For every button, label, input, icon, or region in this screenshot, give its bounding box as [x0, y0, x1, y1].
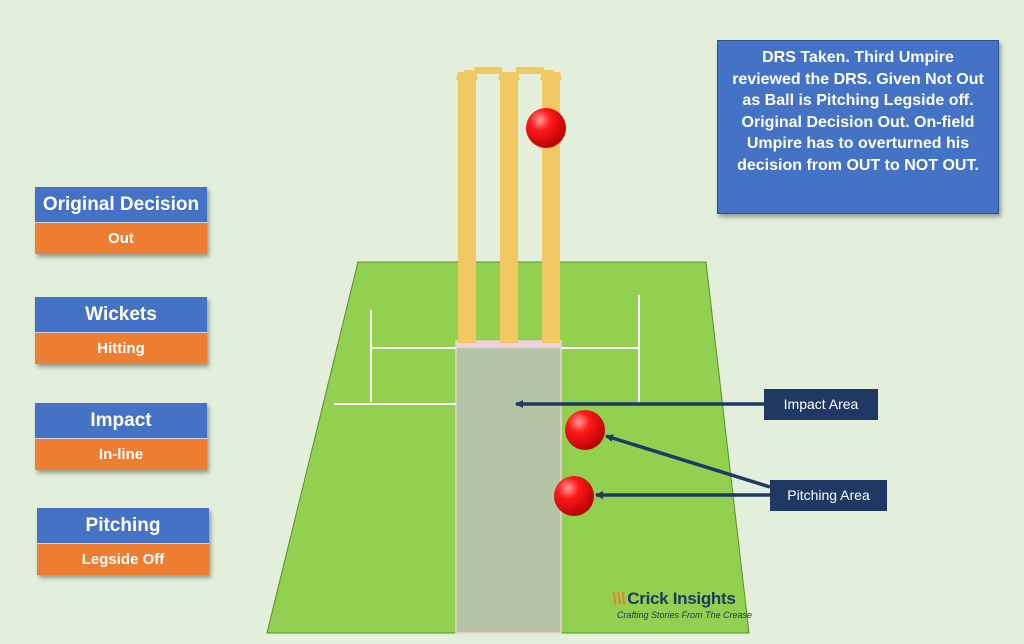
card-title: Impact [35, 403, 207, 439]
card-title: Wickets [35, 297, 207, 333]
wicket-zone-top [456, 341, 561, 348]
card-pitching: Pitching Legside Off [37, 508, 209, 575]
impact-area-label: Impact Area [764, 389, 878, 420]
card-wickets: Wickets Hitting [35, 297, 207, 364]
logo-name: Crick Insights [627, 589, 736, 608]
card-value: Legside Off [37, 544, 209, 575]
ball-at-stumps [526, 108, 566, 148]
callout-arrows [515, 400, 771, 499]
crick-insights-logo: \\\Crick Insights Crafting Stories From … [612, 589, 752, 620]
pitching-area-label: Pitching Area [770, 480, 887, 511]
ball-pitching [554, 476, 594, 516]
bails [464, 67, 554, 75]
card-title: Original Decision [35, 187, 207, 223]
logo-tagline: Crafting Stories From The Crease [617, 610, 753, 620]
card-value: Hitting [35, 333, 207, 364]
wicket-zone [455, 340, 562, 634]
card-value: In-line [35, 439, 207, 470]
logo-mark: \\\ [612, 589, 626, 608]
card-impact: Impact In-line [35, 403, 207, 470]
logo-brand: \\\Crick Insights [612, 589, 752, 609]
ball-impact [565, 410, 605, 450]
card-original-decision: Original Decision Out [35, 187, 207, 254]
card-value: Out [35, 223, 207, 254]
card-title: Pitching [37, 508, 209, 544]
drs-note: DRS Taken. Third Umpire reviewed the DRS… [717, 40, 999, 214]
